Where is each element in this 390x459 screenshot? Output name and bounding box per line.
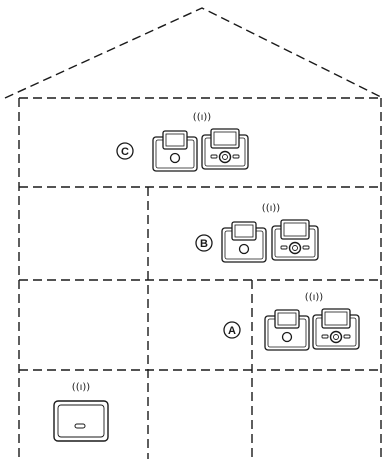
receiver-unit: ((ı)) [53, 382, 109, 442]
zone-a: A ((ı)) [223, 292, 360, 351]
zone-label-badge [116, 142, 134, 160]
zone-label-badge [223, 321, 241, 339]
house-outline [4, 7, 384, 459]
wireless-signal-icon: ((ı)) [72, 382, 90, 393]
wireless-signal-icon: ((ı)) [193, 112, 211, 123]
thermostat-large-icon [201, 128, 249, 170]
zone-b: B ((ı)) [195, 203, 319, 263]
zone-label: B [200, 238, 208, 250]
zone-label: A [228, 325, 236, 337]
thermostat-large-icon [312, 308, 360, 350]
zone-label-badge [195, 234, 213, 252]
thermostat-small-icon [264, 309, 310, 351]
wireless-signal-icon: ((ı)) [305, 292, 323, 303]
receiver-base-icon [53, 400, 109, 442]
wireless-signal-icon: ((ı)) [262, 203, 280, 214]
zone-c: C ((ı)) [116, 112, 249, 172]
thermostat-small-icon [152, 130, 198, 172]
thermostat-large-icon [271, 219, 319, 261]
zone-label: C [121, 146, 129, 158]
roof-line [4, 7, 384, 99]
thermostat-small-icon [221, 221, 267, 263]
